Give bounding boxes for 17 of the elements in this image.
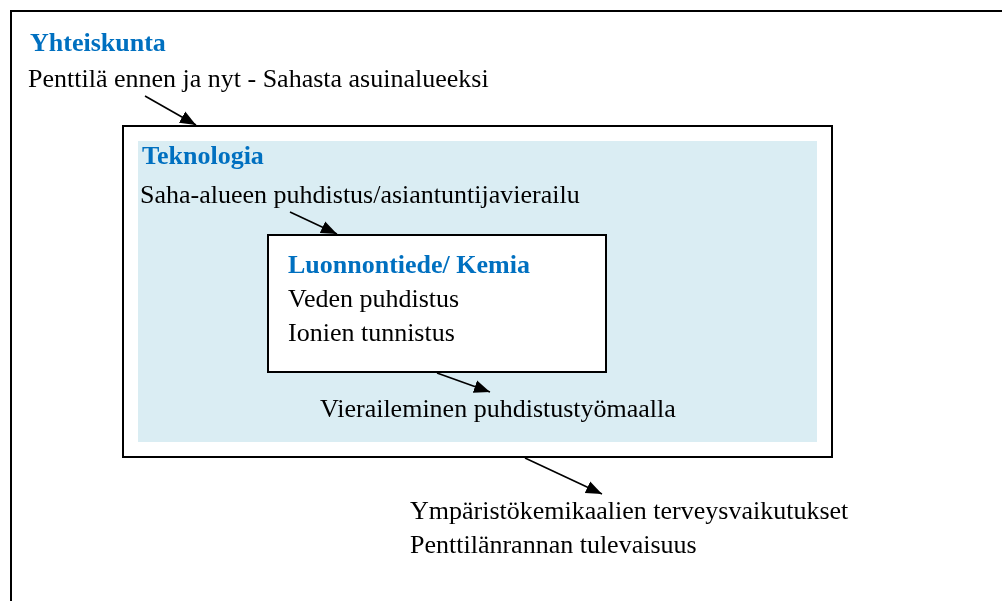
body-text: Ympäristökemikaalien terveysvaikutukset [410, 495, 849, 527]
topic-box [267, 234, 607, 373]
body-text: Penttilänrannan tulevaisuus [410, 529, 697, 561]
topic-box [122, 125, 833, 458]
heading-text: Luonnontiede/ Kemia [288, 249, 530, 281]
body-text: Ionien tunnistus [288, 317, 455, 349]
arrow [436, 372, 491, 393]
heading-text: Yhteiskunta [30, 27, 166, 59]
arrow [524, 457, 603, 495]
arrow [289, 211, 338, 235]
body-text: Vieraileminen puhdistustyömaalla [320, 392, 676, 426]
body-text: Veden puhdistus [288, 283, 460, 315]
heading-text: Teknologia [142, 140, 264, 172]
body-text: Saha-alueen puhdistus/asiantuntijavierailu [140, 178, 580, 212]
arrow [144, 95, 197, 126]
topic-box [10, 10, 1002, 601]
body-text: Penttilä ennen ja nyt - Sahasta asuinalueeksi [28, 62, 489, 96]
